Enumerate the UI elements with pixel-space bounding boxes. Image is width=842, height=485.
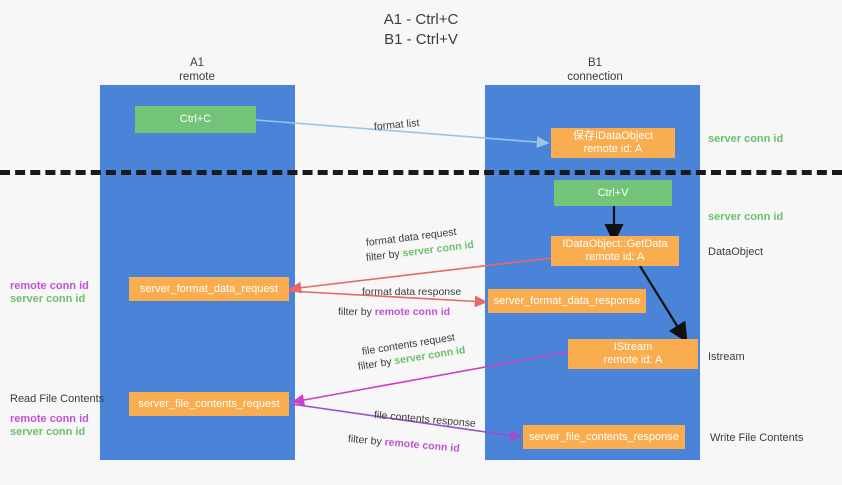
edge-label-format-data-response: format data response <box>362 286 462 298</box>
arrow-format-data-response <box>287 290 488 308</box>
node-server-format-data-request[interactable]: server_format_data_request <box>129 277 289 301</box>
label-remote-conn-id-1: remote conn id <box>10 280 89 292</box>
label-server-conn-id-top: server conn id <box>708 133 784 145</box>
label-server-conn-id-mid: server conn id <box>708 211 784 223</box>
label-istream: Istream <box>708 351 745 363</box>
label-server-conn-id-1: server conn id <box>10 293 86 305</box>
arrow-format-data-request <box>288 257 552 294</box>
node-ctrl-v[interactable]: Ctrl+V <box>554 180 672 206</box>
divider-dashed-line <box>0 170 842 175</box>
arrow-getdata-to-istream <box>639 265 688 343</box>
arrow-file-contents-response <box>290 403 523 442</box>
node-server-file-contents-request[interactable]: server_file_contents_request <box>129 392 289 416</box>
label-remote-conn-id-2: remote conn id <box>10 413 89 425</box>
label-dataobject: DataObject <box>708 246 764 258</box>
edge-label-format-data-response-filter: filter by remote conn id <box>338 305 450 319</box>
node-server-format-data-response[interactable]: server_format_data_response <box>488 289 646 313</box>
node-istream[interactable]: IStream remote id: A <box>568 339 698 369</box>
column-header-a1: A1 remote <box>179 57 215 83</box>
arrow-file-contents-request <box>291 351 569 406</box>
column-header-b1: B1 connection <box>567 57 623 83</box>
node-save-idataobject[interactable]: 保存IDataObject remote id: A <box>551 128 675 158</box>
filter-by-text: filter by <box>338 306 372 318</box>
label-read-file-contents: Read File Contents <box>10 393 105 405</box>
label-server-conn-id-2: server conn id <box>10 426 86 438</box>
filter-conn-remote: remote conn id <box>374 306 451 318</box>
page-title: A1 - Ctrl+C B1 - Ctrl+V <box>383 11 459 48</box>
filter-by-text: filter by <box>347 433 383 448</box>
label-write-file-contents: Write File Contents <box>710 432 804 444</box>
node-ctrl-c[interactable]: Ctrl+C <box>135 106 256 133</box>
arrow-format-list <box>255 119 550 149</box>
node-idataobject-getdata[interactable]: IDataObject::GetData remote id: A <box>551 236 679 266</box>
node-server-file-contents-response[interactable]: server_file_contents_response <box>523 425 685 449</box>
